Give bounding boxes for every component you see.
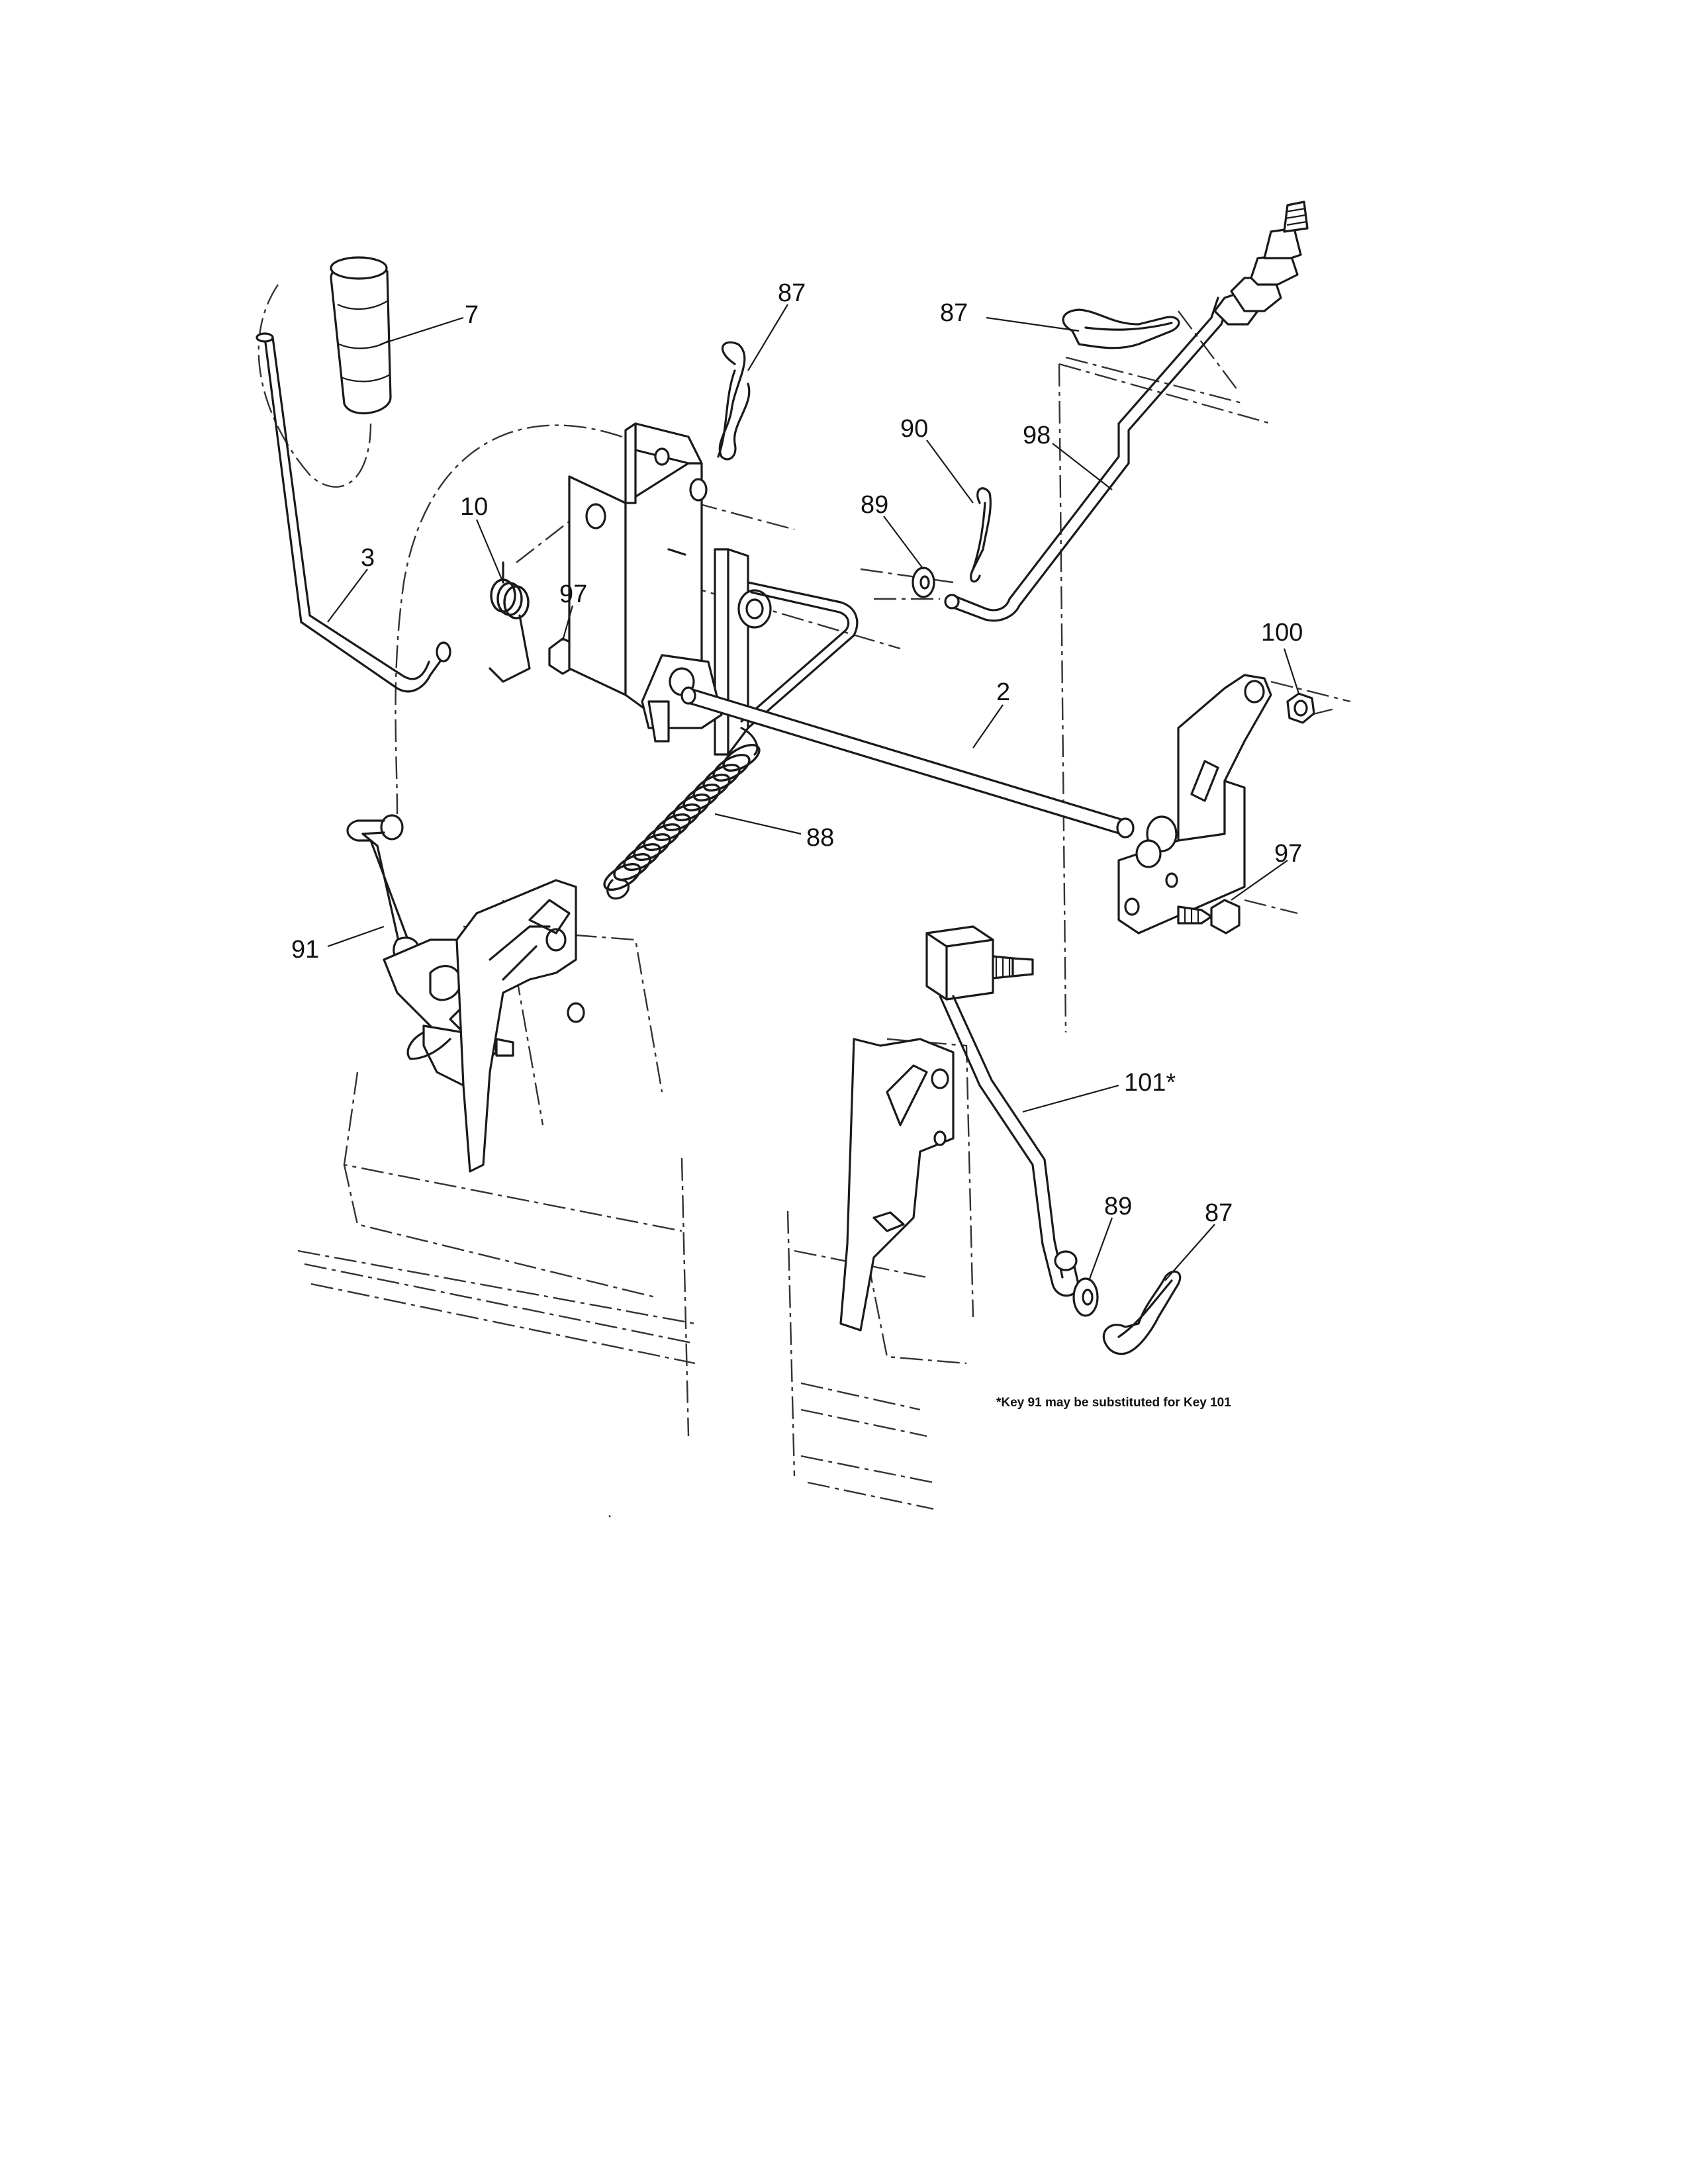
adjust-rod-98 (944, 201, 1309, 622)
handle-grip-7 (330, 256, 392, 414)
callout-87-right: 87 (940, 299, 968, 327)
callout-90: 90 (900, 415, 928, 443)
callouts: 7 87 87 90 98 89 10 3 97 100 2 88 97 91 … (291, 279, 1303, 1227)
hairpin-clip-87-top (717, 341, 751, 461)
hex-nut-icon (1286, 692, 1315, 724)
washer-89-bottom (1072, 1277, 1099, 1317)
torsion-spring-10 (489, 561, 531, 683)
washer-89-top (912, 567, 935, 598)
right-lift-arm (1117, 674, 1272, 934)
page-speck (608, 1515, 611, 1518)
callout-97-right: 97 (1274, 840, 1302, 868)
callout-98: 98 (1023, 422, 1051, 449)
callout-101: 101* (1124, 1069, 1176, 1097)
lift-handle-3 (256, 332, 451, 693)
callout-7: 7 (465, 301, 479, 329)
callout-87-bottom: 87 (1205, 1199, 1233, 1227)
phantom-lines (258, 284, 1351, 1510)
leader-lines (327, 304, 1300, 1281)
lift-bracket (568, 422, 708, 723)
extension-spring-88 (603, 727, 761, 900)
hairpin-clip-87-bottom (1102, 1270, 1182, 1355)
callout-10: 10 (460, 493, 488, 521)
callout-88: 88 (806, 824, 834, 852)
lift-link-101 (839, 925, 1080, 1332)
grip-icon (330, 260, 392, 414)
callout-100: 100 (1261, 619, 1303, 647)
callout-89-top: 89 (861, 491, 888, 519)
lift-link-91 (346, 814, 585, 1173)
callout-2: 2 (996, 678, 1010, 706)
callout-97-left: 97 (559, 580, 587, 608)
extension-spring-icon (603, 744, 761, 891)
hairpin-clip-icon (718, 341, 751, 461)
lift-shaft-2 (680, 686, 1135, 839)
callout-89-bottom: 89 (1104, 1193, 1132, 1220)
callout-91: 91 (291, 936, 319, 964)
callout-3: 3 (361, 544, 375, 572)
hairpin-clip-90 (970, 487, 992, 583)
hex-nut-100 (1286, 692, 1315, 724)
spring-hook-rod (740, 581, 859, 729)
footnote: *Key 91 may be substituted for Key 101 (996, 1396, 1231, 1410)
hairpin-clip-87-right (1062, 308, 1180, 349)
bolt-97-right (1177, 899, 1241, 934)
callout-87-top: 87 (778, 279, 806, 307)
washer-icon (912, 567, 935, 598)
